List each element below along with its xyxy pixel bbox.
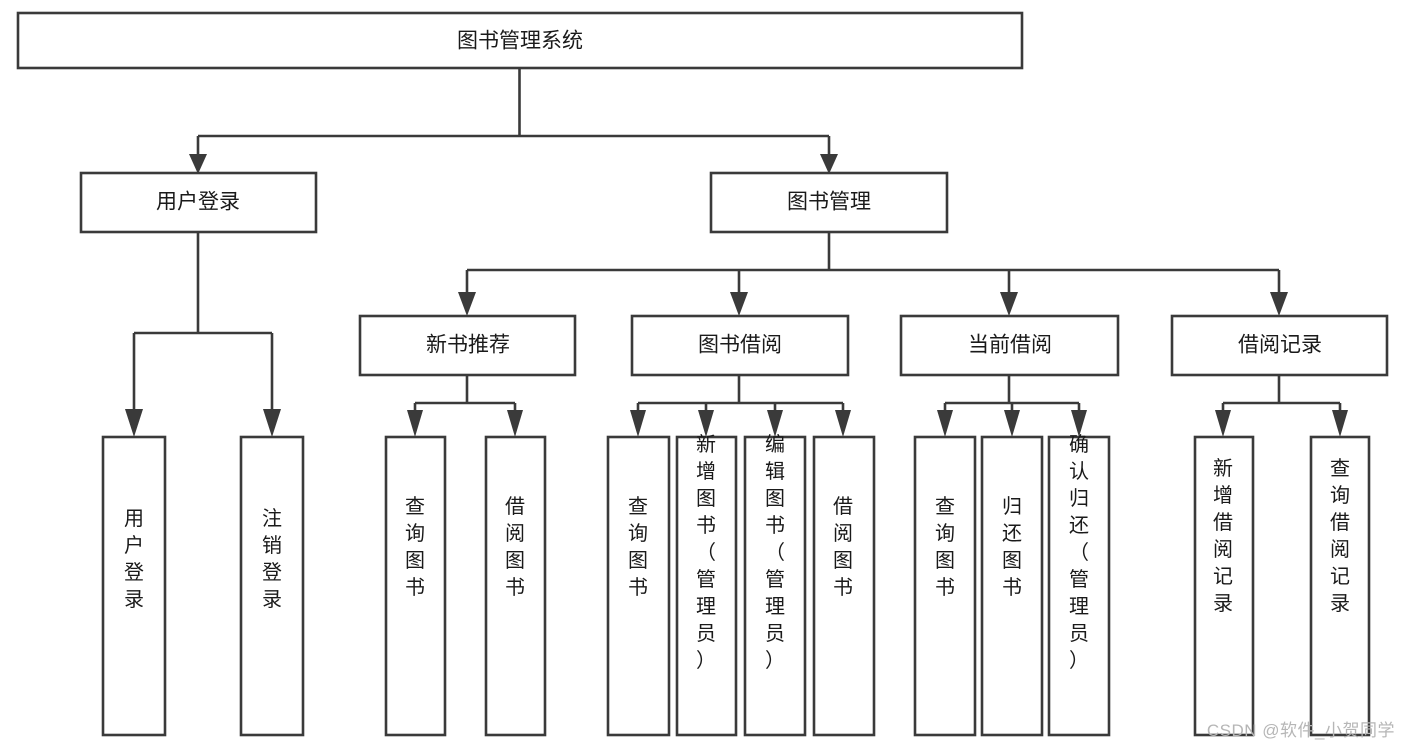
node-box-leaf-new-book-1[interactable] xyxy=(384,435,447,737)
node-label-borrow-record: 借阅记录 xyxy=(1238,334,1322,357)
arrow-icon-userlogin-leaf-2 xyxy=(263,409,281,437)
node-label-leaf-new-book-1: 查询图书 xyxy=(405,495,425,599)
arrow-icon-current-leaf-3 xyxy=(1071,410,1087,437)
arrow-icon-current-leaf-2 xyxy=(1004,410,1020,437)
arrow-icon-current-leaf-1 xyxy=(937,410,953,437)
node-label-leaf-book-borrow-4: 借阅图书 xyxy=(833,495,853,599)
arrow-icon-newbook-leaf-1 xyxy=(407,410,423,437)
node-label-leaf-current-borrow-1: 查询图书 xyxy=(935,495,955,599)
arrow-icon-borrow-leaf-4 xyxy=(835,410,851,437)
node-box-book-borrow[interactable] xyxy=(630,314,850,377)
arrow-icon-record-leaf-1 xyxy=(1215,410,1231,437)
arrow-icon-to-borrow-record xyxy=(1270,292,1288,316)
node-box-leaf-book-borrow-2[interactable] xyxy=(675,435,738,737)
node-label-user-login: 用户登录 xyxy=(156,191,240,214)
node-label-leaf-borrow-record-1: 新增借阅记录 xyxy=(1213,457,1233,615)
node-label-leaf-user-login-1: 用户登录 xyxy=(124,508,144,611)
arrow-icon-borrow-leaf-1 xyxy=(630,410,646,437)
leaf-node-current-borrow-2[interactable]: 归还图书 xyxy=(980,435,1044,737)
node-box-leaf-current-borrow-2[interactable] xyxy=(980,435,1044,737)
node-user-login[interactable]: 用户登录 xyxy=(79,171,318,234)
leaf-node-user-login-2[interactable]: 注销登录 xyxy=(239,435,305,737)
leaf-node-current-borrow-1[interactable]: 查询图书 xyxy=(913,435,977,737)
arrow-icon-userlogin-leaf-1 xyxy=(125,409,143,437)
node-label-leaf-current-borrow-2: 归还图书 xyxy=(1002,495,1022,599)
node-box-leaf-new-book-2[interactable] xyxy=(484,435,547,737)
node-box-book-management[interactable] xyxy=(709,171,949,234)
node-label-current-borrow: 当前借阅 xyxy=(968,334,1052,357)
node-box-root[interactable] xyxy=(16,11,1024,70)
node-label-book-management: 图书管理 xyxy=(787,191,871,214)
node-box-user-login[interactable] xyxy=(79,171,318,234)
node-box-leaf-book-borrow-4[interactable] xyxy=(812,435,876,737)
node-box-leaf-user-login-1[interactable] xyxy=(101,435,167,737)
node-box-current-borrow[interactable] xyxy=(899,314,1120,377)
node-new-book-recommend[interactable]: 新书推荐 xyxy=(358,314,577,377)
arrow-icon-newbook-leaf-2 xyxy=(507,410,523,437)
node-box-leaf-book-borrow-1[interactable] xyxy=(606,435,671,737)
node-box-leaf-user-login-2[interactable] xyxy=(239,435,305,737)
leaf-node-new-book-1[interactable]: 查询图书 xyxy=(384,435,447,737)
arrowheads-layer xyxy=(125,154,1348,437)
node-label-leaf-borrow-record-2: 查询借阅记录 xyxy=(1330,457,1350,615)
leaf-node-book-borrow-2[interactable]: 新增图书（管理员） xyxy=(675,433,738,737)
arrow-icon-to-user-login xyxy=(189,154,207,174)
node-current-borrow[interactable]: 当前借阅 xyxy=(899,314,1120,377)
arrow-icon-to-new-book xyxy=(458,292,476,316)
node-label-leaf-book-borrow-1: 查询图书 xyxy=(628,495,648,599)
arrow-icon-to-book-borrow xyxy=(730,292,748,316)
arrow-icon-record-leaf-2 xyxy=(1332,410,1348,437)
leaf-node-book-borrow-3[interactable]: 编辑图书（管理员） xyxy=(743,433,807,737)
node-label-leaf-book-borrow-3: 编辑图书（管理员） xyxy=(765,433,785,672)
node-borrow-record[interactable]: 借阅记录 xyxy=(1170,314,1389,377)
leaf-node-borrow-record-2[interactable]: 查询借阅记录 xyxy=(1309,435,1371,737)
node-label-book-borrow: 图书借阅 xyxy=(698,334,782,357)
leaf-node-current-borrow-3[interactable]: 确认归还（管理员） xyxy=(1047,433,1111,737)
leaf-node-new-book-2[interactable]: 借阅图书 xyxy=(484,435,547,737)
node-label-leaf-new-book-2: 借阅图书 xyxy=(505,495,525,599)
node-box-leaf-current-borrow-3[interactable] xyxy=(1047,435,1111,737)
node-book-borrow[interactable]: 图书借阅 xyxy=(630,314,850,377)
node-box-new-book-recommend[interactable] xyxy=(358,314,577,377)
arrow-icon-to-book-mgmt xyxy=(820,154,838,174)
node-box-leaf-current-borrow-1[interactable] xyxy=(913,435,977,737)
node-label-leaf-user-login-2: 注销登录 xyxy=(262,507,282,611)
node-box-borrow-record[interactable] xyxy=(1170,314,1389,377)
node-root-system[interactable]: 图书管理系统 xyxy=(16,11,1024,70)
leaf-node-user-login-1[interactable]: 用户登录 xyxy=(101,435,167,737)
node-box-leaf-book-borrow-3[interactable] xyxy=(743,435,807,737)
arrow-icon-borrow-leaf-3 xyxy=(767,410,783,437)
leaf-node-book-borrow-1[interactable]: 查询图书 xyxy=(606,435,671,737)
node-box-leaf-borrow-record-2[interactable] xyxy=(1309,435,1371,737)
node-box-leaf-borrow-record-1[interactable] xyxy=(1193,435,1255,737)
node-book-management[interactable]: 图书管理 xyxy=(709,171,949,234)
arrow-icon-to-current-borrow xyxy=(1000,292,1018,316)
leaf-node-borrow-record-1[interactable]: 新增借阅记录 xyxy=(1193,435,1255,737)
arrow-icon-borrow-leaf-2 xyxy=(698,410,714,437)
node-label-new-book-recommend: 新书推荐 xyxy=(426,334,510,357)
node-label-root: 图书管理系统 xyxy=(457,30,583,53)
node-label-leaf-current-borrow-3: 确认归还（管理员） xyxy=(1069,433,1089,672)
leaf-node-book-borrow-4[interactable]: 借阅图书 xyxy=(812,435,876,737)
node-label-leaf-book-borrow-2: 新增图书（管理员） xyxy=(696,433,716,672)
